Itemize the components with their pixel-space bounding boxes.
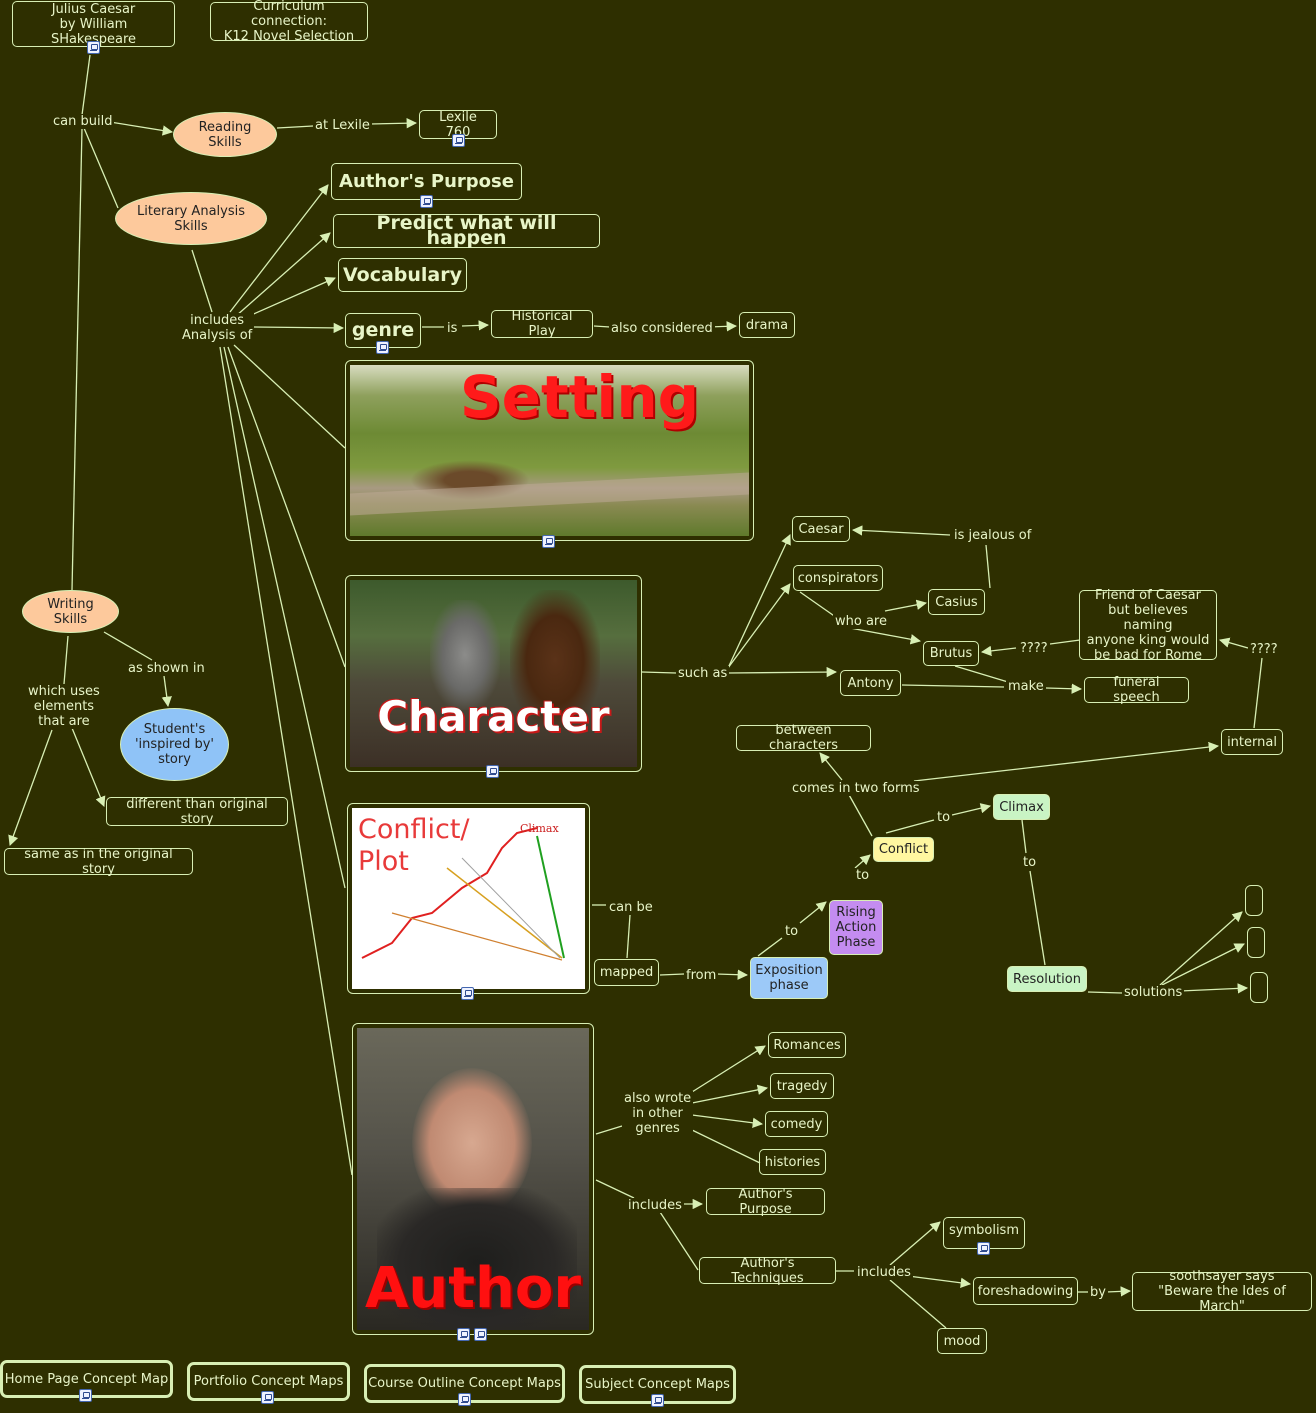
node-comedy[interactable]: comedy bbox=[765, 1111, 828, 1137]
node-vocabulary[interactable]: Vocabulary bbox=[338, 258, 467, 292]
label-to-climax: to bbox=[935, 810, 953, 825]
label-comes-in-two-forms: comes in two forms bbox=[790, 781, 922, 796]
node-student-inspired-story[interactable]: Student's 'inspired by' story bbox=[120, 708, 229, 781]
node-authors-purpose-small[interactable]: Author's Purpose bbox=[706, 1187, 825, 1217]
node-curriculum-connection[interactable]: Curriculum connection: K12 Novel Selecti… bbox=[210, 0, 368, 44]
node-resolution[interactable]: Resolution bbox=[1007, 966, 1087, 992]
label-solutions: solutions bbox=[1122, 985, 1185, 1000]
node-authors-purpose[interactable]: Author's Purpose bbox=[331, 163, 522, 200]
node-soothsayer-says[interactable]: soothsayer says "Beware the Ides of Marc… bbox=[1132, 1269, 1312, 1314]
node-foreshadowing[interactable]: foreshadowing bbox=[973, 1277, 1078, 1305]
node-casius[interactable]: Casius bbox=[928, 589, 985, 615]
label-to-conflict: to bbox=[854, 868, 872, 883]
concept-map-link-icon[interactable] bbox=[87, 41, 100, 54]
climax-label-text: Climax bbox=[520, 822, 559, 835]
label-also-considered: also considered bbox=[609, 321, 715, 336]
concept-map-link-icon[interactable] bbox=[977, 1242, 990, 1255]
label-to-resolution: to bbox=[1021, 855, 1039, 870]
label-question-marks-1: ???? bbox=[1018, 641, 1050, 656]
node-funeral-speech[interactable]: funeral speech bbox=[1084, 675, 1189, 705]
node-mapped[interactable]: mapped bbox=[594, 959, 659, 986]
node-authors-techniques[interactable]: Author's Techniques bbox=[699, 1256, 836, 1286]
node-author-image[interactable]: Author bbox=[352, 1023, 594, 1335]
label-can-be: can be bbox=[607, 900, 655, 915]
label-such-as: such as bbox=[676, 666, 730, 681]
label-who-are: who are bbox=[833, 614, 889, 629]
node-literary-analysis-skills[interactable]: Literary Analysis Skills bbox=[115, 192, 267, 245]
node-predict-what-will-happen[interactable]: Predict what will happen bbox=[333, 214, 600, 248]
node-caesar[interactable]: Caesar bbox=[792, 516, 850, 542]
label-by: by bbox=[1088, 1285, 1108, 1300]
node-histories[interactable]: histories bbox=[759, 1149, 826, 1175]
node-friend-of-caesar[interactable]: Friend of Caesar but believes naming any… bbox=[1079, 588, 1217, 663]
node-conspirators[interactable]: conspirators bbox=[793, 565, 883, 591]
node-climax[interactable]: Climax bbox=[993, 794, 1050, 820]
node-rising-action-phase[interactable]: Rising Action Phase bbox=[829, 900, 883, 955]
label-at-lexile: at Lexile bbox=[313, 118, 372, 133]
concept-map-link-icon[interactable] bbox=[376, 341, 389, 354]
node-brutus[interactable]: Brutus bbox=[923, 641, 979, 666]
character-title-text: Character bbox=[377, 692, 610, 741]
concept-map-link-icon[interactable] bbox=[461, 987, 474, 1000]
label-is: is bbox=[445, 321, 460, 336]
label-as-shown-in: as shown in bbox=[126, 661, 207, 676]
node-writing-skills[interactable]: Writing Skills bbox=[22, 590, 119, 633]
node-mood[interactable]: mood bbox=[937, 1328, 987, 1354]
concept-map-link-icon[interactable] bbox=[420, 195, 433, 208]
node-antony[interactable]: Antony bbox=[840, 670, 901, 696]
label-question-marks-2: ???? bbox=[1248, 642, 1280, 657]
concept-map-link-icon[interactable] bbox=[486, 765, 499, 778]
concept-map-link-icon[interactable] bbox=[79, 1389, 92, 1402]
setting-title-text: Setting bbox=[459, 365, 700, 431]
node-exposition-phase[interactable]: Exposition phase bbox=[750, 957, 828, 999]
label-includes-author: includes bbox=[626, 1198, 684, 1213]
node-historical-play[interactable]: Historical Play bbox=[491, 309, 593, 339]
node-same-as-original[interactable]: same as in the original story bbox=[4, 847, 193, 877]
node-reading-skills[interactable]: Reading Skills bbox=[173, 112, 277, 157]
node-julius-caesar[interactable]: Julius Caesar by William SHakespeare bbox=[12, 1, 175, 47]
node-solution-1[interactable] bbox=[1245, 885, 1263, 916]
label-includes-analysis-of: includes Analysis of bbox=[180, 313, 255, 343]
node-conflict-plot-image[interactable]: Conflict/ Plot Climax bbox=[347, 803, 590, 994]
label-which-uses-elements: which uses elements that are bbox=[26, 684, 102, 729]
document-link-icon[interactable] bbox=[457, 1328, 470, 1341]
conflict-plot-title-text: Conflict/ Plot bbox=[358, 814, 470, 877]
author-portrait-picture: Author bbox=[357, 1028, 589, 1330]
label-includes-techniques: includes bbox=[855, 1265, 913, 1280]
character-wizard-picture: Character bbox=[350, 580, 637, 767]
node-between-characters[interactable]: between characters bbox=[736, 723, 871, 753]
concept-map-link-icon[interactable] bbox=[474, 1328, 487, 1341]
node-conflict[interactable]: Conflict bbox=[873, 837, 934, 862]
node-different-than-original[interactable]: different than original story bbox=[106, 797, 288, 827]
concept-map-link-icon[interactable] bbox=[651, 1394, 664, 1407]
node-character-image[interactable]: Character bbox=[345, 575, 642, 772]
concept-map-link-icon[interactable] bbox=[452, 134, 465, 147]
label-to-rising: to bbox=[783, 924, 801, 939]
label-make: make bbox=[1006, 679, 1046, 694]
concept-map-link-icon[interactable] bbox=[261, 1391, 274, 1404]
label-can-build: can build bbox=[51, 114, 115, 129]
node-drama[interactable]: drama bbox=[739, 312, 795, 338]
label-is-jealous-of: is jealous of bbox=[952, 528, 1034, 543]
node-tragedy[interactable]: tragedy bbox=[770, 1073, 834, 1099]
node-solution-2[interactable] bbox=[1247, 927, 1265, 958]
label-from: from bbox=[684, 968, 719, 983]
node-romances[interactable]: Romances bbox=[768, 1032, 846, 1058]
node-internal[interactable]: internal bbox=[1221, 729, 1283, 755]
plot-diagram-picture: Conflict/ Plot Climax bbox=[352, 808, 585, 989]
label-also-wrote: also wrote in other genres bbox=[622, 1091, 694, 1136]
author-title-text: Author bbox=[365, 1256, 581, 1321]
node-solution-3[interactable] bbox=[1250, 972, 1268, 1003]
node-setting-image[interactable]: Setting bbox=[345, 360, 754, 541]
concept-map-link-icon[interactable] bbox=[542, 535, 555, 548]
setting-landscape-picture: Setting bbox=[350, 365, 749, 536]
concept-map-link-icon[interactable] bbox=[458, 1393, 471, 1406]
